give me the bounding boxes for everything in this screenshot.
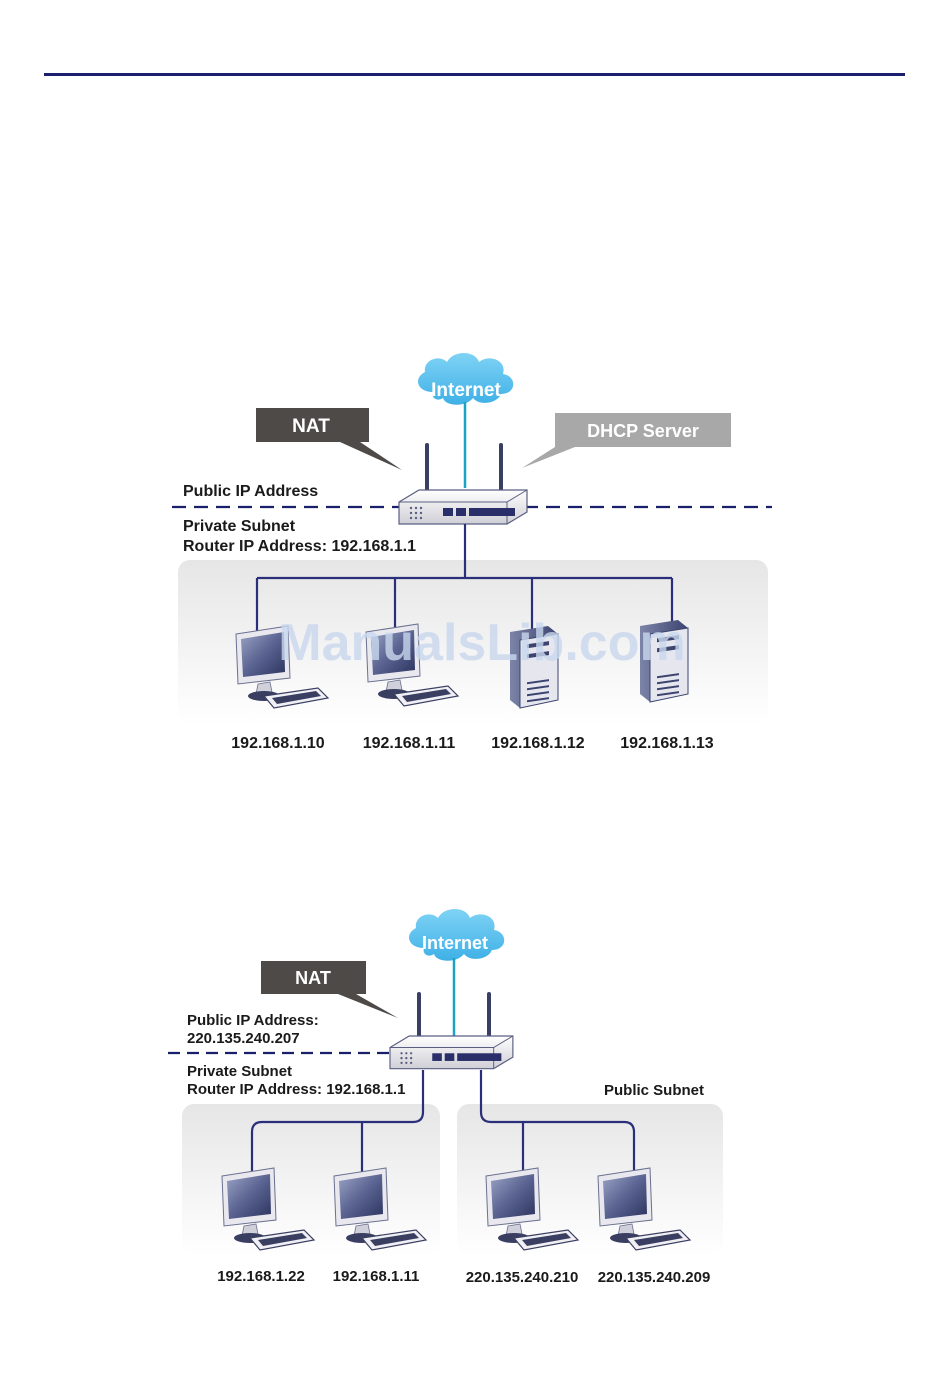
- diagram-1: Internet NAT DHCP Server Public IP Addre…: [172, 353, 772, 752]
- host-ip-label: 192.168.1.11: [363, 735, 456, 752]
- private-subnet-label: Private Subnet: [183, 518, 296, 535]
- watermark: ManualsLib.com: [278, 614, 685, 672]
- host-ip-label: 192.168.1.22: [217, 1268, 305, 1285]
- dhcp-callout: [522, 413, 731, 468]
- internet-label: Internet: [431, 380, 501, 401]
- diagram-2: Internet NAT Public IP Address: 220.135.…: [168, 909, 723, 1286]
- host-ip-label: 192.168.1.12: [491, 735, 585, 752]
- router-ip-label: Router IP Address: 192.168.1.1: [187, 1081, 405, 1098]
- lan-links: [255, 524, 674, 638]
- private-subnet-label: Private Subnet: [187, 1063, 292, 1080]
- internet-label: Internet: [422, 933, 488, 953]
- public-ip-label: Public IP Address: [183, 483, 318, 500]
- public-subnet-label: Public Subnet: [604, 1082, 704, 1099]
- host-ip-label: 220.135.240.210: [466, 1269, 579, 1286]
- host-ip-label: 192.168.1.13: [620, 735, 714, 752]
- nat-callout: [256, 408, 402, 470]
- router: [398, 489, 528, 525]
- public-ip-label: Public IP Address:: [187, 1012, 319, 1029]
- nat-label: NAT: [292, 416, 330, 437]
- private-subnet-panel: [178, 560, 768, 725]
- host-ip-label: 192.168.1.10: [231, 735, 325, 752]
- public-ip-value: 220.135.240.207: [187, 1030, 300, 1047]
- nat-callout: [261, 961, 398, 1018]
- host-ip-label: 192.168.1.11: [333, 1268, 420, 1285]
- router: [389, 1035, 514, 1070]
- nat-label: NAT: [295, 968, 331, 988]
- lan-links: [250, 1070, 636, 1176]
- dhcp-label: DHCP Server: [587, 421, 699, 441]
- top-rule: [44, 73, 905, 76]
- host-ip-label: 220.135.240.209: [598, 1269, 711, 1286]
- router-ip-label: Router IP Address: 192.168.1.1: [183, 538, 416, 555]
